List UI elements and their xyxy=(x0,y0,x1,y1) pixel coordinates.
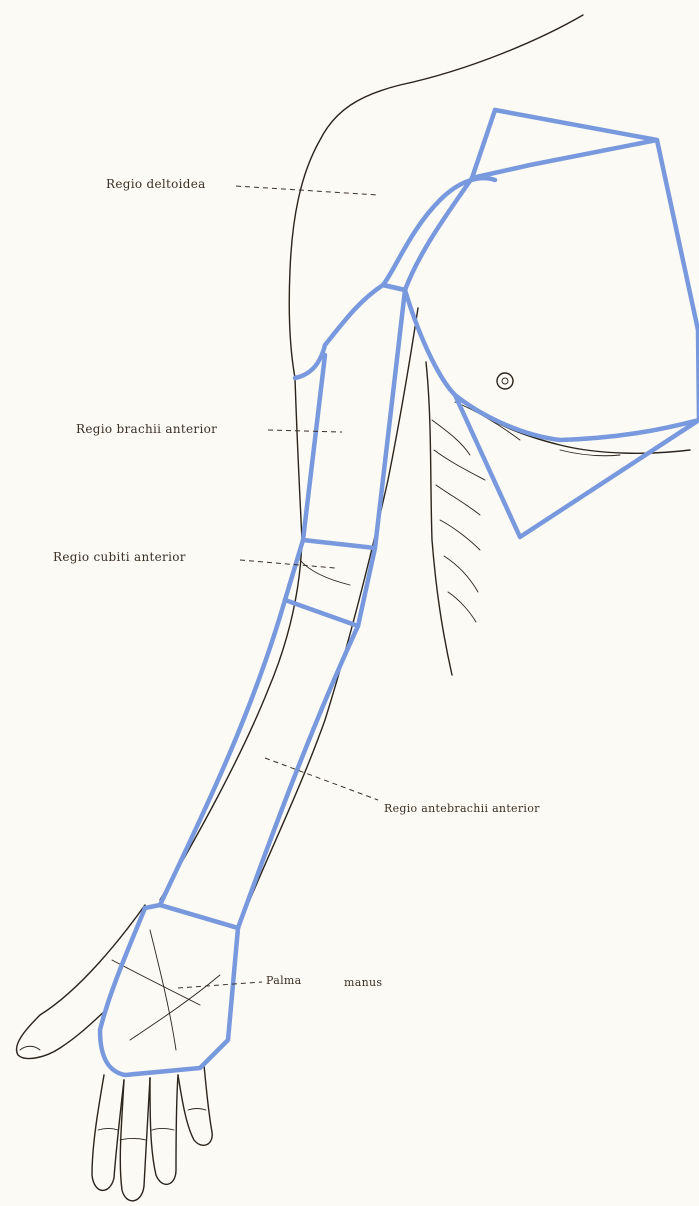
leader-palma xyxy=(178,982,262,988)
finger-index xyxy=(92,1075,124,1190)
finger-joint-1 xyxy=(98,1129,118,1131)
axilla-contour xyxy=(426,362,452,675)
finger-little xyxy=(178,1065,212,1145)
label-regio-cubiti-anterior: Regio cubiti anterior xyxy=(53,550,186,564)
label-manus: manus xyxy=(344,976,382,989)
label-regio-brachii-anterior: Regio brachii anterior xyxy=(76,422,217,436)
thumb xyxy=(17,905,145,1059)
shoulder-contour xyxy=(289,15,583,378)
leader-cubiti xyxy=(240,560,335,568)
nipple-inner xyxy=(502,378,508,384)
finger-joint-3 xyxy=(152,1129,174,1131)
axilla-hair-5 xyxy=(444,556,478,592)
label-regio-deltoidea: Regio deltoidea xyxy=(106,177,206,191)
outer-arm-contour xyxy=(160,378,302,900)
elbow-crease xyxy=(300,560,350,585)
axilla-hair-1 xyxy=(432,420,470,455)
palma-manus-region xyxy=(100,905,238,1075)
axilla-hair-3 xyxy=(436,485,480,515)
axilla-hair-6 xyxy=(448,592,476,622)
palm-line-1 xyxy=(112,960,200,1005)
deltoid-region xyxy=(295,178,495,378)
label-palma: Palma xyxy=(266,974,301,987)
brachii-anterior-region xyxy=(303,285,405,548)
thumb-nail xyxy=(20,1046,40,1050)
clavicle-line xyxy=(472,110,657,178)
label-regio-antebrachii-anterior: Regio antebrachii anterior xyxy=(384,802,540,815)
leader-antebrachii xyxy=(265,758,378,800)
palm-line-2 xyxy=(130,975,220,1040)
body-outline xyxy=(17,15,690,1201)
leader-deltoid xyxy=(236,186,378,195)
leader-brachii xyxy=(268,430,342,432)
chest-lower-border xyxy=(455,395,699,440)
axilla-hair-4 xyxy=(440,520,480,550)
nipple xyxy=(497,373,513,389)
finger-joint-2 xyxy=(120,1139,146,1141)
leader-lines xyxy=(178,186,378,988)
finger-joint-4 xyxy=(188,1109,206,1111)
pectoral-fold xyxy=(452,390,690,453)
palm-line-3 xyxy=(150,930,176,1050)
region-borders xyxy=(100,110,699,1075)
axilla-hair-2 xyxy=(434,450,485,480)
